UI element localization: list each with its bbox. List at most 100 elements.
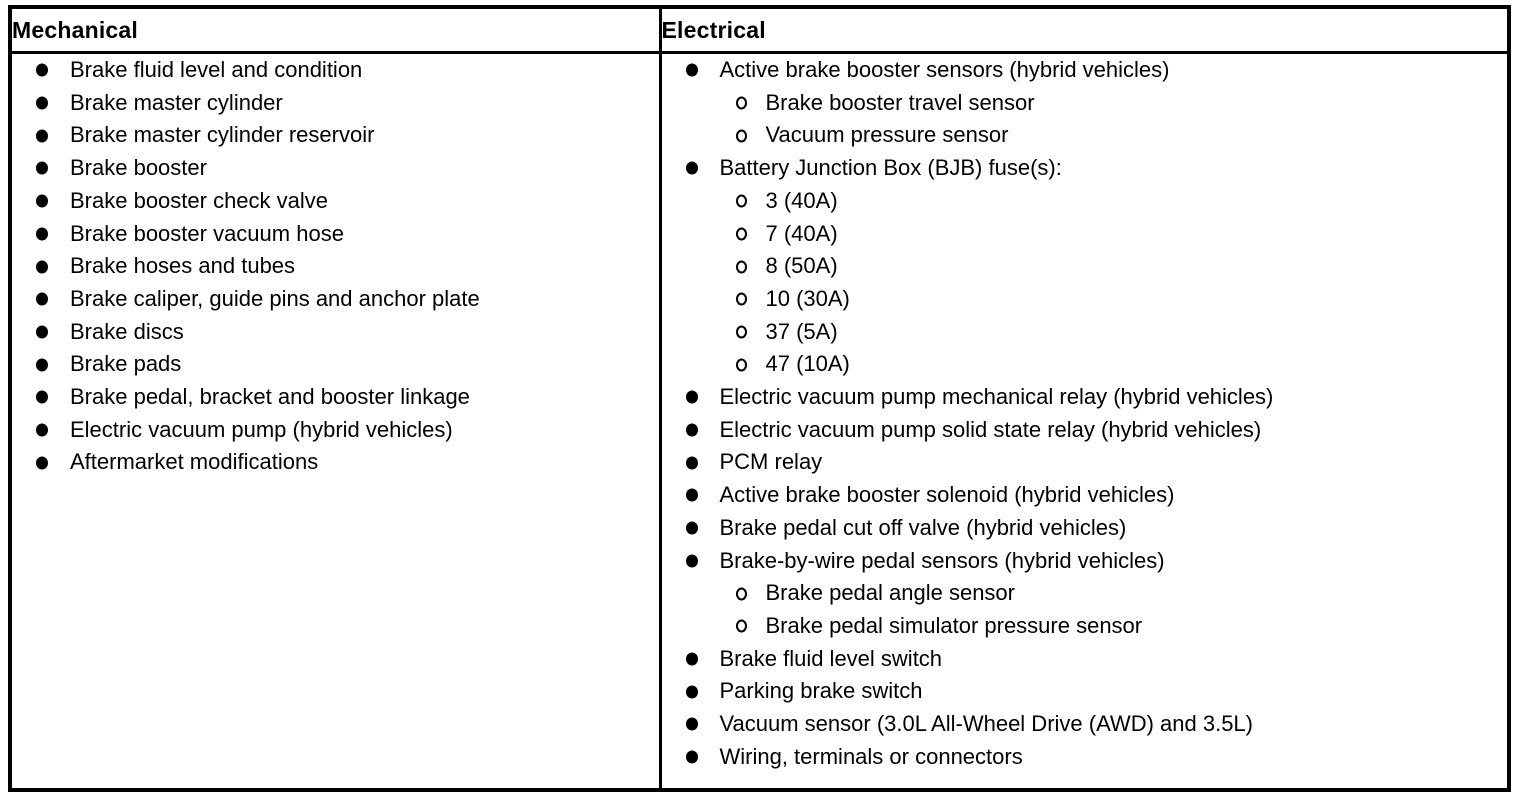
sub-list-item: 37 (5A) xyxy=(662,316,1508,349)
sub-list-item: Brake pedal angle sensor xyxy=(662,577,1508,610)
list-item-label: 3 (40A) xyxy=(765,187,838,213)
bullet-icon xyxy=(36,423,48,437)
list-item-label: 7 (40A) xyxy=(765,220,838,246)
circle-icon xyxy=(735,292,747,306)
list-item: Brake-by-wire pedal sensors (hybrid vehi… xyxy=(662,545,1508,578)
sub-list-item: 8 (50A) xyxy=(662,250,1508,283)
bullet-icon xyxy=(685,652,698,666)
bullet-icon xyxy=(36,129,48,143)
circle-icon xyxy=(735,587,747,601)
list-item: Vacuum sensor (3.0L All-Wheel Drive (AWD… xyxy=(662,708,1508,741)
bullet-icon xyxy=(685,390,698,404)
bullet-icon xyxy=(36,358,48,372)
list-item: Wiring, terminals or connectors xyxy=(662,741,1508,774)
bullet-icon xyxy=(685,456,698,470)
circle-icon xyxy=(735,260,747,274)
list-item-label: Brake pads xyxy=(70,351,182,377)
list-item-label: 37 (5A) xyxy=(765,318,838,344)
list-item: Parking brake switch xyxy=(662,675,1508,708)
list-item: Brake booster xyxy=(12,152,659,185)
bullet-icon xyxy=(685,423,698,437)
list-item-label: Battery Junction Box (BJB) fuse(s): xyxy=(719,155,1062,181)
bullet-icon xyxy=(36,456,48,470)
list-item: Battery Junction Box (BJB) fuse(s): xyxy=(662,152,1508,185)
list-item: Active brake booster solenoid (hybrid ve… xyxy=(662,479,1508,512)
list-item-label: Brake fluid level and condition xyxy=(70,57,363,82)
list-item-label: Brake pedal, bracket and booster linkage xyxy=(70,384,470,410)
circle-icon xyxy=(735,619,747,633)
list-item: Electric vacuum pump solid state relay (… xyxy=(662,414,1508,447)
list-item: Brake booster check valve xyxy=(12,185,659,218)
list-item: Brake pedal cut off valve (hybrid vehicl… xyxy=(662,512,1508,545)
list-item-label: Brake pedal simulator pressure sensor xyxy=(765,612,1143,638)
list-item: Electric vacuum pump (hybrid vehicles) xyxy=(12,414,659,447)
circle-icon xyxy=(735,358,747,372)
bullet-icon xyxy=(36,227,48,241)
list-item-label: Electric vacuum pump solid state relay (… xyxy=(719,416,1262,442)
list-item: Brake fluid level and condition xyxy=(12,54,659,87)
circle-icon xyxy=(735,194,747,208)
list-item-label: Brake booster vacuum hose xyxy=(70,220,344,246)
list-item-label: PCM relay xyxy=(719,449,823,475)
list-item-label: Parking brake switch xyxy=(719,678,923,704)
list-item-label: Brake discs xyxy=(70,318,184,344)
bullet-icon xyxy=(36,325,48,339)
list-item-label: 8 (50A) xyxy=(765,253,838,279)
electrical-cell: Active brake booster sensors (hybrid veh… xyxy=(658,51,1511,792)
list-item: Brake master cylinder reservoir xyxy=(12,119,659,152)
bullet-icon xyxy=(36,194,48,208)
bullet-icon xyxy=(685,717,698,731)
bullet-icon xyxy=(36,63,48,77)
list-item-label: Brake pedal angle sensor xyxy=(765,580,1016,606)
list-item: Brake discs xyxy=(12,316,659,349)
bullet-icon xyxy=(685,521,698,535)
list-item-label: Aftermarket modifications xyxy=(70,449,319,475)
list-item: PCM relay xyxy=(662,446,1508,479)
list-item-label: Brake caliper, guide pins and anchor pla… xyxy=(70,285,480,311)
list-item-label: Wiring, terminals or connectors xyxy=(719,743,1023,769)
column-header-mechanical: Mechanical xyxy=(8,5,662,54)
sub-list-item: 10 (30A) xyxy=(662,283,1508,316)
list-item-label: Brake master cylinder xyxy=(70,89,283,115)
column-header-electrical: Electrical xyxy=(658,5,1511,54)
list-item: Electric vacuum pump mechanical relay (h… xyxy=(662,381,1508,414)
list-item-label: Brake-by-wire pedal sensors (hybrid vehi… xyxy=(719,547,1165,573)
bullet-icon xyxy=(36,390,48,404)
circle-icon xyxy=(735,96,747,110)
table-header-row: Mechanical Electrical xyxy=(8,5,1511,54)
list-item: Brake pads xyxy=(12,348,659,381)
list-item: Brake caliper, guide pins and anchor pla… xyxy=(12,283,659,316)
bullet-icon xyxy=(685,750,698,764)
bullet-icon xyxy=(36,96,48,110)
list-item-label: Brake booster check valve xyxy=(70,187,329,213)
list-item-label: Vacuum pressure sensor xyxy=(765,122,1009,148)
list-item-label: Electric vacuum pump (hybrid vehicles) xyxy=(70,416,453,442)
bullet-icon xyxy=(36,260,48,274)
list-item: Brake master cylinder xyxy=(12,87,659,120)
list-item-label: 47 (10A) xyxy=(765,351,850,377)
list-item: Aftermarket modifications xyxy=(12,446,659,479)
list-item-label: Brake hoses and tubes xyxy=(70,253,296,279)
list-item-label: Brake fluid level switch xyxy=(719,645,943,671)
list-item-label: Vacuum sensor (3.0L All-Wheel Drive (AWD… xyxy=(719,711,1254,737)
list-item: Active brake booster sensors (hybrid veh… xyxy=(662,54,1508,87)
bullet-icon xyxy=(685,63,698,77)
list-item-label: Active brake booster solenoid (hybrid ve… xyxy=(719,482,1175,508)
circle-icon xyxy=(735,325,747,339)
list-item-label: Electric vacuum pump mechanical relay (h… xyxy=(719,384,1274,410)
diagnostics-table: Mechanical Electrical Brake fluid level … xyxy=(8,5,1511,792)
bullet-icon xyxy=(36,161,48,175)
electrical-list: Active brake booster sensors (hybrid veh… xyxy=(662,54,1508,773)
sub-list-item: 3 (40A) xyxy=(662,185,1508,218)
sub-list-item: Vacuum pressure sensor xyxy=(662,119,1508,152)
list-item: Brake booster vacuum hose xyxy=(12,218,659,251)
bullet-icon xyxy=(685,685,698,699)
list-item-label: Brake pedal cut off valve (hybrid vehicl… xyxy=(719,514,1127,540)
circle-icon xyxy=(735,227,747,241)
list-item: Brake hoses and tubes xyxy=(12,250,659,283)
list-item-label: Brake booster xyxy=(70,155,207,181)
